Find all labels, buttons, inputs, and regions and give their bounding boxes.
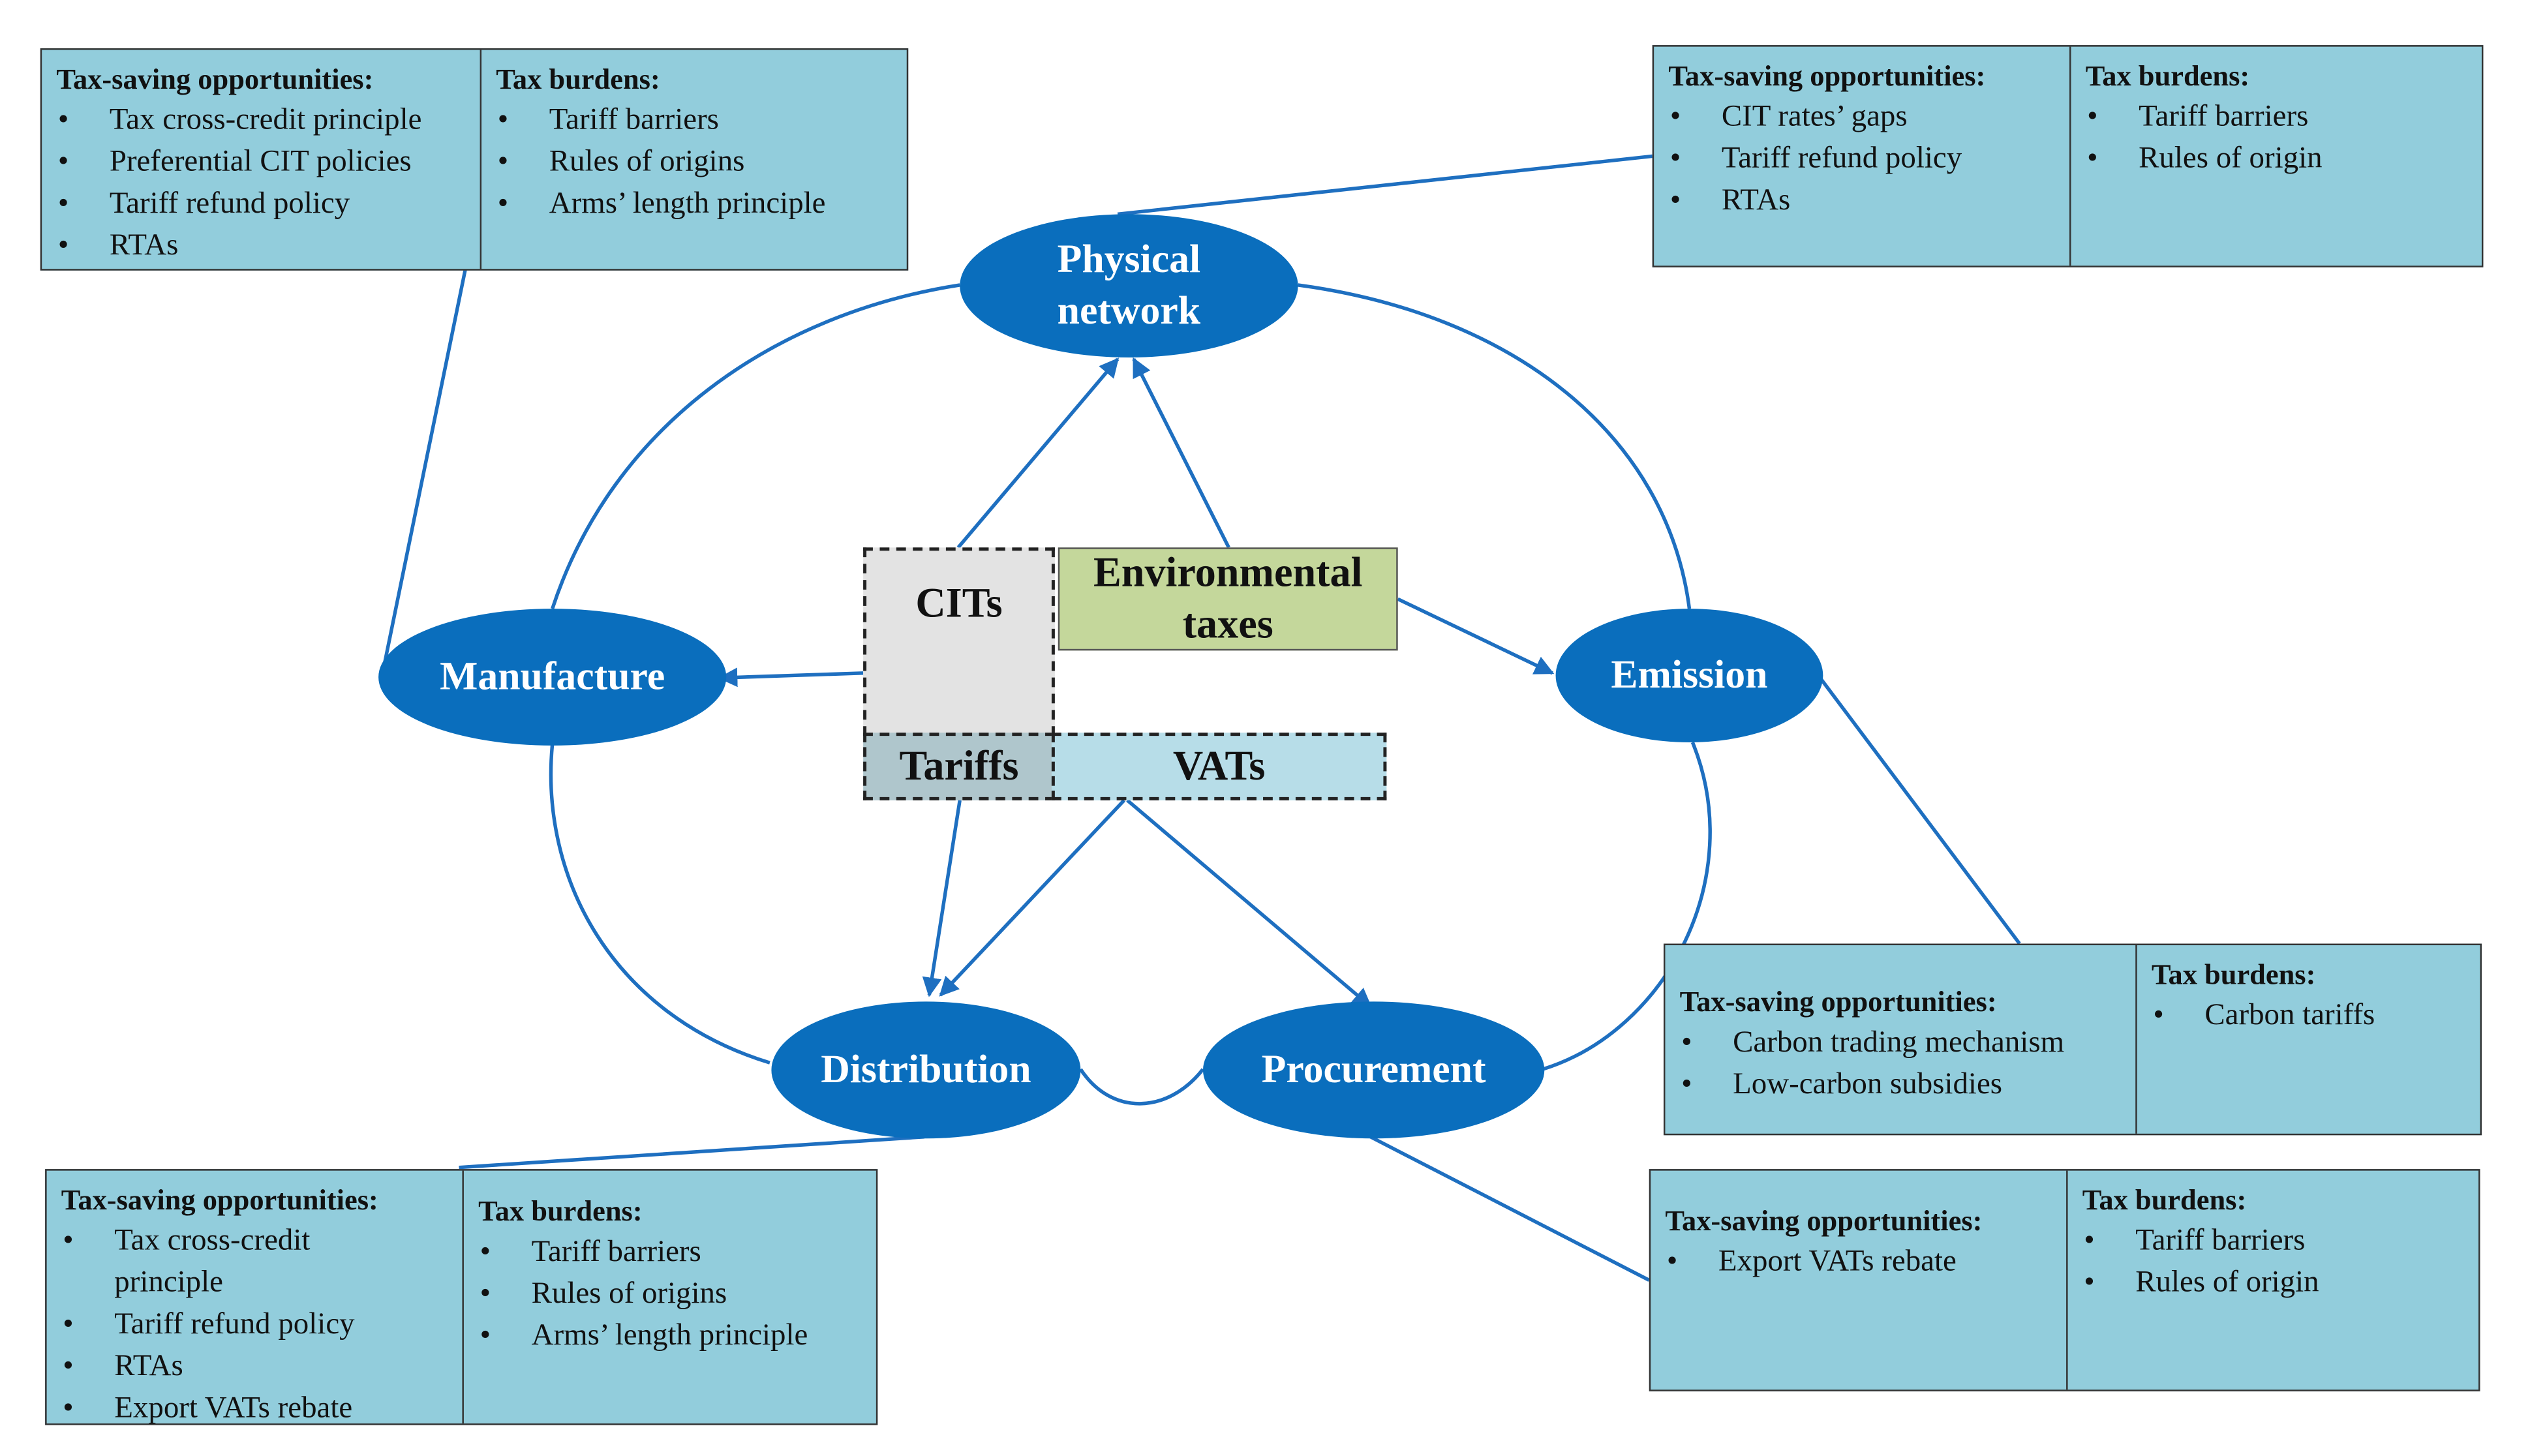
tariffs-block: Tariffs bbox=[863, 733, 1055, 800]
arrow-environmental-emission bbox=[1397, 597, 1555, 675]
opportunity-item: Low-carbon subsidies bbox=[1680, 1065, 2123, 1106]
arrow-cits-physical bbox=[956, 357, 1120, 549]
opportunity-item: Tax cross-credit principle bbox=[61, 1221, 450, 1304]
opportunities-column: Tax-saving opportunities: Carbon trading… bbox=[1665, 945, 2135, 1134]
opportunities-column: Tax-saving opportunities: Tax cross-cred… bbox=[42, 50, 480, 269]
tariffs-label: Tariffs bbox=[899, 742, 1019, 789]
physical-network-tax-box: Tax-saving opportunities: CIT rates’ gap… bbox=[1652, 45, 2484, 267]
leader-procurement-box bbox=[1369, 1135, 1650, 1282]
burden-item: Rules of origins bbox=[496, 142, 894, 183]
loop-manufacture-physical bbox=[551, 283, 960, 609]
vats-label: VATs bbox=[1172, 742, 1266, 789]
burden-item: Tariff barriers bbox=[496, 100, 894, 142]
opportunities-column: Tax-saving opportunities: Tax cross-cred… bbox=[47, 1171, 463, 1430]
burdens-column: Tax burdens: Carbon tariffs bbox=[2135, 945, 2480, 1134]
node-manufacture: Manufacture bbox=[378, 609, 727, 746]
arrow-environmental-physical bbox=[1132, 357, 1230, 549]
burdens-heading: Tax burdens: bbox=[496, 63, 660, 95]
cits-label: CITs bbox=[915, 579, 1003, 627]
opportunities-column: Tax-saving opportunities: Export VATs re… bbox=[1651, 1171, 2066, 1390]
node-distribution: Distribution bbox=[771, 1001, 1081, 1139]
node-procurement: Procurement bbox=[1202, 1001, 1545, 1139]
opportunity-item: RTAs bbox=[56, 226, 466, 267]
burden-item: Tariff barriers bbox=[478, 1232, 863, 1273]
arrow-vats-distribution bbox=[939, 798, 1125, 997]
node-emission: Emission bbox=[1555, 609, 1823, 742]
opportunity-item: Tariff refund policy bbox=[56, 183, 466, 225]
burdens-column: Tax burdens: Tariff barriers Rules of or… bbox=[462, 1170, 876, 1424]
arrow-vats-procurement bbox=[1126, 798, 1372, 1008]
loop-distribution-manufacture bbox=[549, 744, 770, 1065]
loop-procurement-distribution bbox=[1079, 1068, 1205, 1106]
burdens-column: Tax burdens: Tariff barriers Rules of or… bbox=[2066, 1170, 2478, 1390]
burdens-column: Tax burdens: Tariff barriers Rules of or… bbox=[2069, 46, 2482, 266]
loop-emission-procurement bbox=[1542, 741, 1712, 1071]
burden-item: Arms’ length principle bbox=[496, 183, 894, 225]
opportunity-item: Tariff refund policy bbox=[61, 1304, 450, 1346]
opportunities-column: Tax-saving opportunities: CIT rates’ gap… bbox=[1654, 47, 2069, 266]
environmental-taxes-label: Environmental taxes bbox=[1093, 549, 1363, 648]
burden-item: Carbon tariffs bbox=[2152, 995, 2467, 1037]
burdens-heading: Tax burdens: bbox=[2151, 958, 2316, 991]
leader-physical-box bbox=[1117, 154, 1653, 217]
burden-item: Tariff barriers bbox=[2086, 97, 2469, 138]
opportunities-heading: Tax-saving opportunities: bbox=[61, 1183, 378, 1216]
manufacture-tax-box: Tax-saving opportunities: Tax cross-cred… bbox=[40, 48, 909, 271]
burden-item: Rules of origins bbox=[478, 1274, 863, 1316]
opportunity-item: RTAs bbox=[61, 1346, 450, 1388]
arrow-tariffs-distribution bbox=[922, 800, 962, 997]
burdens-heading: Tax burdens: bbox=[2082, 1183, 2247, 1216]
procurement-tax-box: Tax-saving opportunities: Export VATs re… bbox=[1649, 1169, 2480, 1391]
leader-emission-box bbox=[1820, 678, 2021, 945]
burden-item: Rules of origin bbox=[2086, 138, 2469, 180]
leader-manufacture-box bbox=[383, 268, 468, 663]
burden-item: Tariff barriers bbox=[2082, 1221, 2466, 1262]
opportunity-item: Tax cross-credit principle bbox=[56, 100, 466, 142]
node-physical-network: Physical network bbox=[960, 214, 1298, 358]
cits-block: CITs bbox=[863, 547, 1055, 736]
environmental-taxes-block: Environmental taxes bbox=[1058, 547, 1398, 651]
burden-item: Arms’ length principle bbox=[478, 1316, 863, 1357]
emission-tax-box: Tax-saving opportunities: Carbon trading… bbox=[1663, 943, 2482, 1136]
opportunity-item: CIT rates’ gaps bbox=[1668, 97, 2056, 138]
opportunities-heading: Tax-saving opportunities: bbox=[1679, 985, 1997, 1018]
opportunities-heading: Tax-saving opportunities: bbox=[1665, 1204, 1983, 1237]
opportunity-item: Preferential CIT policies bbox=[56, 142, 466, 183]
leader-distribution-box bbox=[459, 1135, 925, 1170]
distribution-tax-box: Tax-saving opportunities: Tax cross-cred… bbox=[45, 1169, 878, 1430]
vats-block: VATs bbox=[1051, 733, 1387, 800]
burdens-heading: Tax burdens: bbox=[478, 1194, 643, 1227]
arrow-cits-manufacture bbox=[718, 667, 864, 688]
opportunities-heading: Tax-saving opportunities: bbox=[56, 63, 374, 95]
burdens-heading: Tax burdens: bbox=[2085, 59, 2250, 92]
burdens-column: Tax burdens: Tariff barriers Rules of or… bbox=[480, 50, 907, 269]
opportunity-item: RTAs bbox=[1668, 180, 2056, 222]
opportunity-item: Carbon trading mechanism bbox=[1680, 1022, 2123, 1064]
opportunity-item: Tariff refund policy bbox=[1668, 138, 2056, 180]
opportunity-item: Export VATs rebate bbox=[1665, 1241, 2053, 1283]
opportunity-item: Export VATs rebate bbox=[61, 1388, 450, 1430]
burden-item: Rules of origin bbox=[2082, 1262, 2466, 1304]
loop-physical-emission bbox=[1298, 283, 1692, 609]
opportunities-heading: Tax-saving opportunities: bbox=[1668, 59, 1986, 92]
